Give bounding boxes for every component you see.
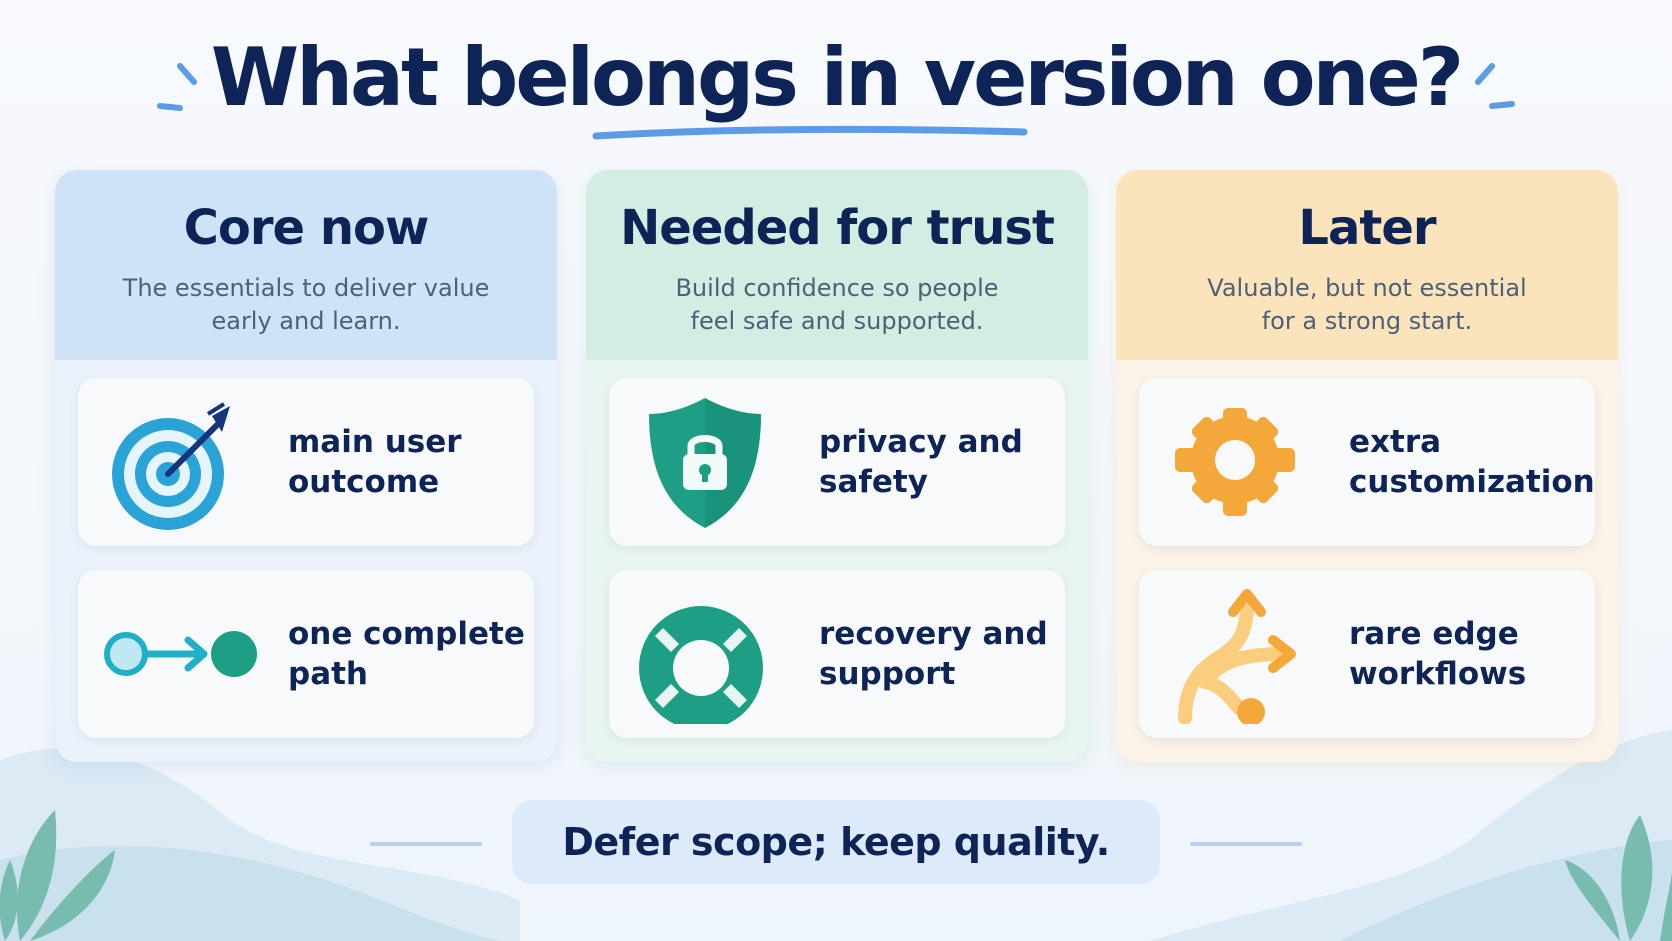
column-header: Later Valuable, but not essential for a … bbox=[1116, 170, 1618, 360]
footer-divider-left bbox=[370, 842, 482, 846]
column-subtitle-line: The essentials to deliver value bbox=[122, 274, 490, 302]
column-title: Needed for trust bbox=[620, 200, 1055, 256]
card-label-line: extra bbox=[1349, 424, 1442, 460]
card-label: one complete path bbox=[288, 570, 528, 738]
card-label-line: privacy and bbox=[819, 424, 1023, 460]
column-subtitle: The essentials to deliver value early an… bbox=[55, 272, 557, 338]
column-subtitle: Valuable, but not essential for a strong… bbox=[1116, 272, 1618, 338]
column-subtitle-line: Build confidence so people bbox=[675, 274, 999, 302]
card-label-line: support bbox=[819, 656, 956, 692]
column-header: Needed for trust Build confidence so peo… bbox=[586, 170, 1088, 360]
path-icon bbox=[104, 631, 257, 677]
column-needed-for-trust: Needed for trust Build confidence so peo… bbox=[586, 170, 1088, 762]
column-title: Later bbox=[1298, 200, 1436, 256]
card-one-complete-path: one complete path bbox=[78, 570, 534, 738]
column-subtitle: Build confidence so people feel safe and… bbox=[586, 272, 1088, 338]
column-header: Core now The essentials to deliver value… bbox=[55, 170, 557, 360]
card-recovery-and-support: recovery and support bbox=[609, 570, 1065, 738]
branching-arrows-icon bbox=[1178, 589, 1296, 724]
column-subtitle-line: for a strong start. bbox=[1261, 307, 1473, 335]
column-later: Later Valuable, but not essential for a … bbox=[1116, 170, 1618, 762]
footer-callout: Defer scope; keep quality. bbox=[512, 800, 1160, 884]
card-label-line: main user bbox=[288, 424, 462, 460]
plant-right-icon bbox=[1565, 815, 1672, 941]
lifebuoy-icon bbox=[639, 606, 763, 724]
card-extra-customization: extra customization bbox=[1139, 378, 1595, 546]
card-label-line: safety bbox=[819, 464, 928, 500]
title-underline bbox=[592, 125, 1028, 140]
card-label-line: recovery and bbox=[819, 616, 1048, 652]
card-label: extra customization bbox=[1349, 378, 1595, 546]
column-subtitle-line: Valuable, but not essential bbox=[1207, 274, 1527, 302]
card-rare-edge-workflows: rare edge workflows bbox=[1139, 570, 1595, 738]
plant-left-icon bbox=[0, 810, 115, 941]
column-subtitle-line: early and learn. bbox=[211, 307, 401, 335]
sparkle-right-icon bbox=[1475, 63, 1515, 109]
target-icon bbox=[112, 402, 230, 530]
card-label-line: path bbox=[288, 656, 368, 692]
page-title: What belongs in version one? bbox=[210, 31, 1464, 124]
footer-divider-right bbox=[1190, 842, 1302, 846]
card-privacy-and-safety: privacy and safety bbox=[609, 378, 1065, 546]
sparkle-left-icon bbox=[157, 63, 197, 111]
column-core-now: Core now The essentials to deliver value… bbox=[55, 170, 557, 762]
card-label: rare edge workflows bbox=[1349, 570, 1589, 738]
card-label: main user outcome bbox=[288, 378, 528, 546]
card-label: recovery and support bbox=[819, 570, 1059, 738]
gear-icon bbox=[1175, 408, 1295, 516]
card-label-line: workflows bbox=[1349, 656, 1527, 692]
card-label-line: customization bbox=[1349, 464, 1595, 500]
card-main-user-outcome: main user outcome bbox=[78, 378, 534, 546]
shield-lock-icon bbox=[649, 398, 761, 528]
column-subtitle-line: feel safe and supported. bbox=[690, 307, 984, 335]
column-title: Core now bbox=[183, 200, 430, 256]
card-label-line: outcome bbox=[288, 464, 440, 500]
card-label-line: one complete bbox=[288, 616, 525, 652]
card-label: privacy and safety bbox=[819, 378, 1059, 546]
card-label-line: rare edge bbox=[1349, 616, 1519, 652]
